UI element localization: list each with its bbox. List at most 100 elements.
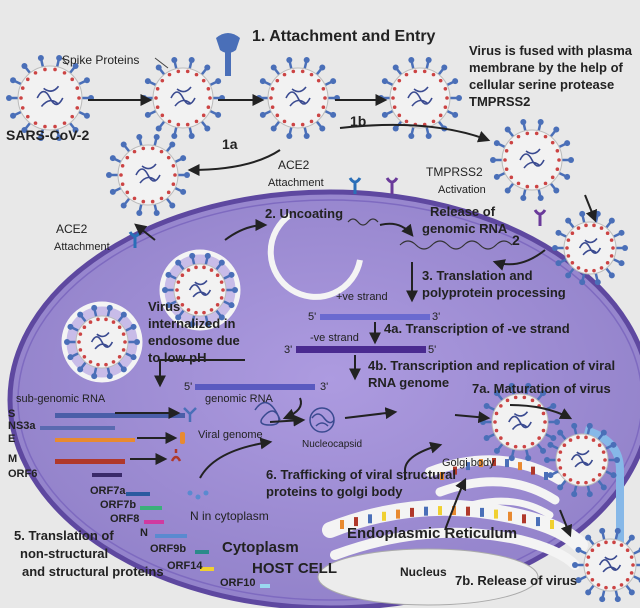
- step2-label: 2. Uncoating: [265, 206, 343, 221]
- tmprss2-note-4: TMPRSS2: [469, 94, 530, 109]
- golgi-protein: [479, 459, 483, 468]
- gene-orf6: ORF6: [8, 468, 122, 480]
- gene-label: ORF7b: [100, 499, 136, 511]
- golgi-protein: [466, 462, 470, 471]
- gene-label: NS3a: [8, 420, 36, 432]
- step5-label-1: 5. Translation of: [14, 528, 114, 543]
- viral-genome-label: Viral genome: [198, 429, 263, 441]
- spike-pointer-1: [61, 57, 69, 66]
- gene-label: M: [8, 453, 17, 465]
- virus-membrane: [552, 210, 628, 286]
- virus-attach-left: [106, 133, 190, 217]
- step7a-label: 7a. Maturation of virus: [472, 381, 611, 396]
- nucleocapsid-label: Nucleocapsid: [302, 439, 362, 450]
- er-protein: [536, 517, 540, 527]
- er-protein: [368, 514, 372, 524]
- release-label-1: Release of: [430, 204, 496, 219]
- endosome-label-1: Virus: [148, 299, 180, 314]
- route-1a-label: 1a: [222, 136, 238, 152]
- er-protein: [382, 511, 386, 521]
- golgi-protein: [505, 459, 509, 468]
- endosome-label-2: internalized in: [148, 316, 235, 331]
- tmprss2-note-1: Virus is fused with plasma: [469, 43, 633, 58]
- step3-label-1: 3. Translation and: [422, 268, 533, 283]
- genomic-3prime: 3': [320, 381, 328, 393]
- golgi-proteins: [440, 458, 548, 480]
- er-protein: [396, 509, 400, 519]
- cytoplasm-label: Cytoplasm: [222, 539, 299, 556]
- step7b-label: 7b. Release of virus: [455, 573, 577, 588]
- gene-ns3a: NS3a: [8, 420, 115, 432]
- pos-strand-label: +ve strand: [336, 291, 388, 303]
- neg-3prime: 3': [284, 344, 292, 356]
- gene-orf7a: ORF7a: [90, 485, 150, 497]
- virus-tmprss2: [490, 118, 574, 202]
- cell-membrane-inner: [17, 199, 640, 601]
- pos-5prime: 5': [308, 311, 316, 323]
- release-label-2: genomic RNA: [422, 221, 508, 236]
- route-1b-label: 1b: [350, 113, 366, 129]
- ace2-top-label: ACE2: [278, 158, 310, 172]
- er-protein: [354, 517, 358, 527]
- step5-label-3: and structural proteins: [22, 564, 164, 579]
- gene-label: ORF6: [8, 468, 37, 480]
- step4b-label-2: RNA genome: [368, 375, 449, 390]
- attachment-top-label: Attachment: [268, 177, 324, 189]
- spike-pointer-2: [154, 57, 169, 69]
- virus-sars: [6, 55, 94, 141]
- endosome-label-4: to low pH: [148, 350, 207, 365]
- tmprss2-note-2: membrane by the help of: [469, 60, 624, 75]
- negative-strand: [296, 346, 426, 353]
- nucleus-label: Nucleus: [400, 565, 447, 579]
- endosome-label-3: endosome due: [148, 333, 240, 348]
- spike-proteins-label: Spike Proteins: [62, 53, 139, 67]
- labels: 1. Attachment and Entry Spike Proteins S…: [6, 28, 633, 588]
- er-protein: [466, 506, 470, 516]
- nucleus: [317, 548, 539, 606]
- virus-endosome: [162, 252, 238, 328]
- step5-label-2: non-structural: [20, 546, 108, 561]
- er-protein: [340, 520, 344, 529]
- flow-arrows: [88, 94, 598, 538]
- tmprss2-receptor-right: [533, 209, 547, 226]
- genomic-rna-squiggle: [399, 240, 513, 250]
- er-protein: [438, 506, 442, 516]
- ace2-left-label: ACE2: [56, 222, 88, 236]
- uncoating-rna-squiggle: [347, 218, 379, 226]
- tmprss2-note-3: cellular serine protease: [469, 77, 614, 92]
- er-protein: [508, 511, 512, 521]
- virus-endosome-inner: [64, 304, 140, 380]
- neg-5prime: 5': [428, 344, 436, 356]
- pos-3prime: 3': [432, 311, 440, 323]
- genomic-rna-label: genomic RNA: [205, 393, 274, 405]
- genomic-rna-strand: [195, 384, 315, 390]
- nucleocapsid-icon: [309, 407, 335, 433]
- golgi-protein: [492, 458, 496, 466]
- gene-orf8: ORF8: [110, 513, 164, 525]
- subgenomic-rna-label: sub-genomic RNA: [16, 393, 106, 405]
- er-label: Endoplasmic Reticulum: [347, 525, 517, 542]
- gene-label: ORF9b: [150, 543, 186, 555]
- gene-orf10: ORF10: [220, 577, 270, 589]
- n-cyto-label: N in cytoplasm: [190, 509, 269, 523]
- tmprss2-label: TMPRSS2: [426, 165, 483, 179]
- gene-s: S: [8, 408, 185, 420]
- step4b-label-1: 4b. Transcription and replication of vir…: [368, 358, 615, 373]
- er-protein: [452, 506, 456, 516]
- neg-strand-label: -ve strand: [310, 332, 359, 344]
- positive-strand: [320, 314, 430, 320]
- gene-label: S: [8, 408, 15, 420]
- golgi-label: Golgi body: [442, 457, 495, 469]
- golgi-protein: [440, 472, 444, 480]
- gene-m: M: [8, 453, 125, 465]
- protein-icons: [170, 407, 209, 500]
- gene-label: ORF7a: [90, 485, 126, 497]
- gene-label: N: [140, 527, 148, 539]
- gene-e: E: [8, 433, 135, 445]
- virus-step1a: [141, 56, 225, 140]
- golgi-protein: [453, 466, 457, 475]
- golgi-protein: [544, 472, 548, 480]
- step6-label-1: 6. Trafficking of viral structural: [266, 467, 456, 482]
